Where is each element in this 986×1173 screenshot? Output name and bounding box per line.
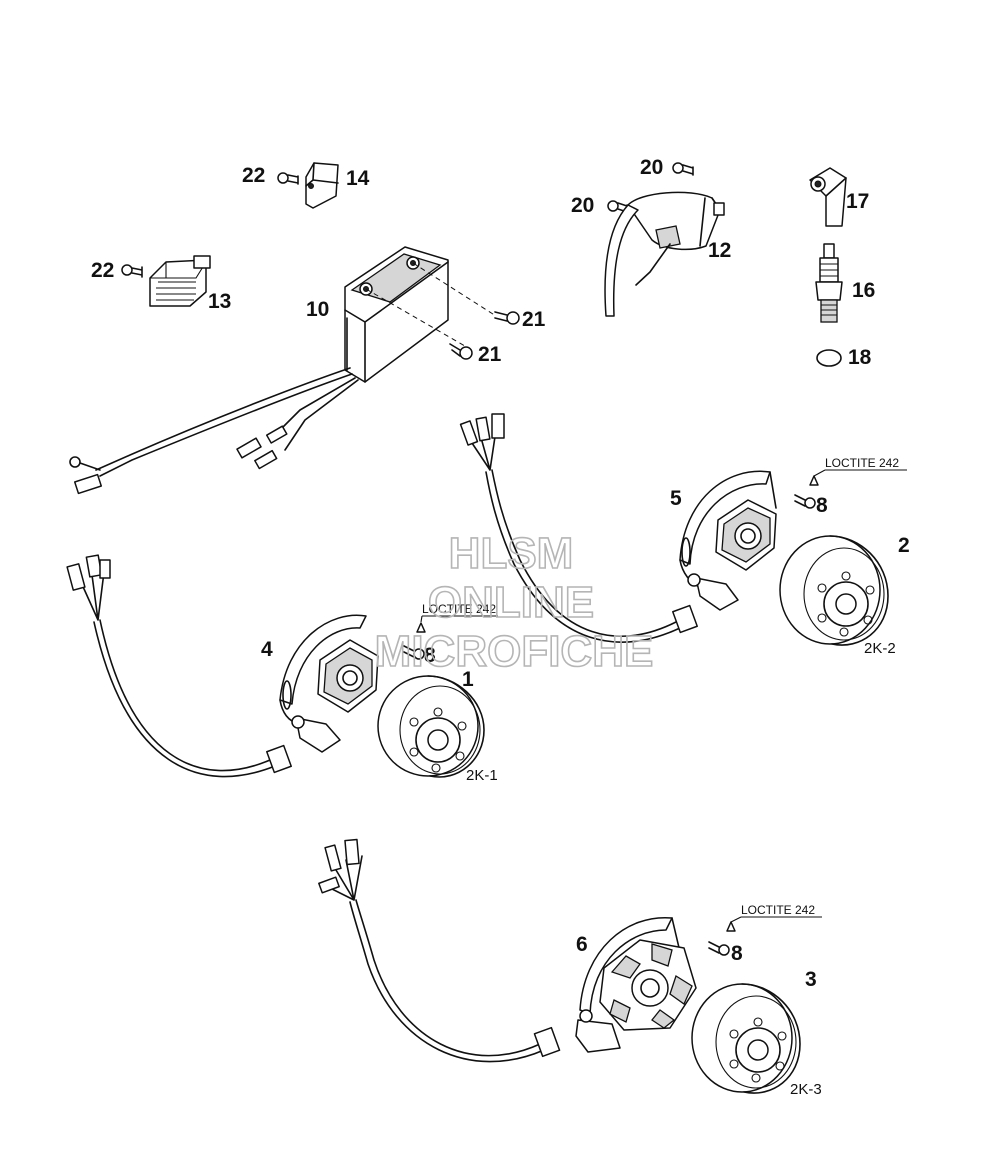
ignition-coil-12 — [604, 191, 725, 317]
regulator-13 — [149, 255, 211, 307]
flywheel-3 — [691, 983, 801, 1094]
callout-12: 12 — [708, 239, 731, 262]
screw-8-right — [794, 475, 819, 509]
callout-6: 6 — [576, 933, 588, 956]
screw-20-upper — [672, 162, 694, 176]
loctite-leader-right — [813, 469, 907, 477]
callout-3: 3 — [805, 968, 817, 991]
variant-label-2k-2: 2K-2 — [864, 640, 896, 657]
flywheel-1 — [377, 675, 485, 778]
stator-5 — [679, 470, 777, 611]
screw-22-upper — [277, 172, 299, 185]
o-ring-18 — [816, 349, 842, 367]
variant-label-2k-3: 2K-3 — [790, 1081, 822, 1098]
screw-21-lower — [449, 343, 473, 360]
callout-1: 1 — [462, 668, 474, 691]
spark-plug-16 — [815, 243, 843, 323]
screw-8-left — [403, 622, 426, 660]
watermark-line-2: ONLINE — [428, 578, 594, 627]
callout-21-upper: 21 — [522, 308, 546, 331]
callout-21-lower: 21 — [478, 343, 502, 366]
cdi-wiring-harness — [69, 367, 359, 495]
callout-4: 4 — [261, 638, 273, 661]
loctite-note-left: LOCTITE 242 — [422, 602, 496, 616]
callout-18: 18 — [848, 346, 872, 369]
screw-22-lower — [121, 264, 143, 278]
callout-10: 10 — [306, 298, 329, 321]
cdi-unit-10 — [344, 246, 497, 383]
watermark-line-1: HLSM — [449, 529, 574, 578]
callout-22-upper: 22 — [242, 164, 265, 187]
loctite-note-right: LOCTITE 242 — [825, 456, 899, 470]
screw-21-upper — [494, 311, 520, 325]
loctite-leader-bottom — [730, 916, 822, 923]
relay-14 — [305, 162, 339, 209]
callout-2: 2 — [898, 534, 910, 557]
callout-5: 5 — [670, 487, 682, 510]
loctite-note-bottom: LOCTITE 242 — [741, 903, 815, 917]
callout-22-lower: 22 — [91, 259, 114, 282]
callout-8-right: 8 — [816, 494, 828, 517]
variant-label-2k-1: 2K-1 — [466, 767, 498, 784]
callout-8-bottom: 8 — [731, 942, 743, 965]
callout-20-upper: 20 — [640, 156, 663, 179]
loctite-leader-left — [420, 615, 498, 623]
callout-17: 17 — [846, 190, 869, 213]
callout-14: 14 — [346, 167, 370, 190]
screw-8-bottom — [708, 921, 736, 956]
callout-8-left: 8 — [424, 644, 436, 667]
stator-6 — [575, 917, 697, 1053]
stator-wire-4 — [66, 554, 292, 778]
callout-13: 13 — [208, 290, 231, 313]
callout-16: 16 — [852, 279, 875, 302]
callout-20-lower: 20 — [571, 194, 594, 217]
stator-wire-6 — [318, 838, 561, 1063]
flywheel-2 — [779, 535, 889, 646]
watermark-line-3: MICROFICHE — [375, 627, 654, 676]
stator-4 — [279, 614, 379, 753]
spark-plug-cap-17 — [809, 167, 847, 227]
stator-wire-5 — [459, 413, 698, 643]
